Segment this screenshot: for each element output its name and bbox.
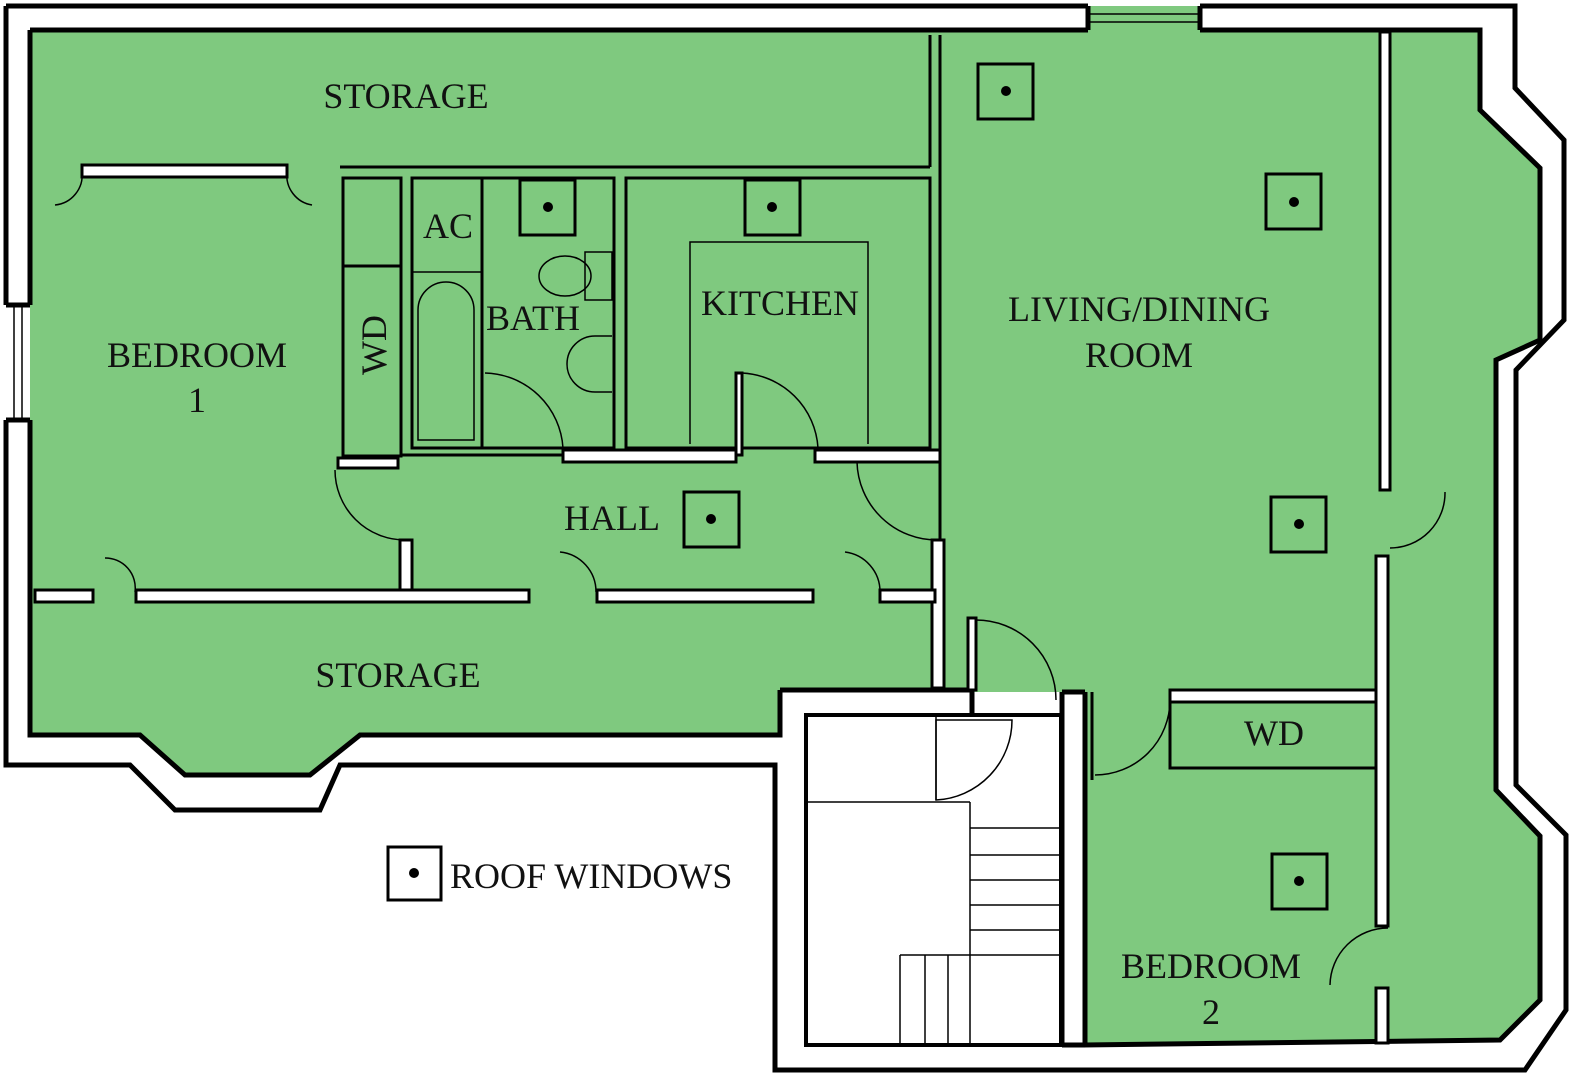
door-arc bbox=[1094, 699, 1171, 776]
roof-window-icon bbox=[743, 178, 802, 237]
wall-stub bbox=[336, 456, 400, 470]
window-left bbox=[13, 305, 23, 420]
door-arc bbox=[559, 551, 597, 593]
bath-block bbox=[410, 176, 616, 450]
roof-window-icon bbox=[1269, 495, 1328, 554]
storage-bottom-wall bbox=[878, 588, 937, 604]
door-arc bbox=[1389, 491, 1446, 549]
room-label-storage-top: STORAGE bbox=[323, 76, 488, 116]
roof-window-icon bbox=[1270, 852, 1329, 911]
roof-window-icon bbox=[1264, 172, 1323, 231]
hall-door-arc bbox=[856, 461, 939, 541]
floor-area-main bbox=[30, 6, 1540, 1045]
room-label-bedroom1-number: 1 bbox=[188, 380, 206, 420]
hall-wall-stub bbox=[398, 538, 414, 594]
room-label-kitchen: KITCHEN bbox=[701, 283, 859, 323]
storage-bottom-wall bbox=[33, 588, 95, 604]
roof-window-icon bbox=[976, 62, 1035, 121]
kitchen-counter bbox=[689, 241, 869, 444]
door-arc bbox=[54, 171, 83, 206]
kitchen-door-jamb bbox=[734, 371, 744, 457]
toilet-bowl bbox=[538, 255, 592, 297]
outer-wall-inner bbox=[27, 27, 1543, 1048]
room-label-living-line2: ROOM bbox=[1085, 335, 1193, 375]
stair-enclosure-wall-right bbox=[1059, 689, 1085, 1048]
room-label-wd-left: WD bbox=[354, 315, 394, 375]
roof-window-icon bbox=[386, 845, 443, 902]
kitchen-door-arc bbox=[741, 372, 819, 449]
door-arc bbox=[1329, 927, 1389, 986]
hall-wall-stub bbox=[930, 538, 946, 690]
bedroom2-partition bbox=[1374, 554, 1390, 928]
legend-label: ROOF WINDOWS bbox=[450, 856, 732, 896]
kitchen-block bbox=[624, 176, 932, 450]
staircase bbox=[806, 715, 1060, 1045]
living-partition bbox=[1378, 30, 1392, 492]
window-top bbox=[1088, 13, 1200, 23]
hall-wall-upper-right bbox=[813, 448, 942, 464]
storage-bottom-wall bbox=[595, 588, 815, 604]
bathtub bbox=[417, 281, 475, 441]
door-arc bbox=[844, 551, 881, 593]
room-label-bedroom2-number: 2 bbox=[1202, 992, 1220, 1032]
door-arc bbox=[104, 557, 137, 593]
room-label-living: LIVING/DINING bbox=[1008, 289, 1270, 329]
room-label-ac: AC bbox=[423, 206, 473, 246]
entry-door-arc bbox=[975, 619, 1057, 701]
wd-wall-top bbox=[1168, 688, 1378, 704]
toilet-tank bbox=[584, 251, 613, 301]
roof-window-icon bbox=[682, 490, 741, 549]
bedroom1-top-wall bbox=[80, 163, 289, 179]
door-arc bbox=[286, 171, 313, 206]
room-label-wd-right: WD bbox=[1244, 713, 1304, 753]
room-label-bath: BATH bbox=[486, 298, 580, 338]
wd-closet-right bbox=[1168, 700, 1378, 770]
hall-door-arc bbox=[334, 469, 406, 541]
bath-door-arc bbox=[484, 372, 564, 449]
storage-bottom-wall bbox=[134, 588, 531, 604]
sink bbox=[566, 335, 612, 393]
bedroom2-partition-stub bbox=[1374, 986, 1390, 1045]
hall-wall-upper bbox=[561, 448, 738, 464]
outer-wall-outer bbox=[3, 3, 1569, 1073]
room-label-bedroom2: BEDROOM bbox=[1121, 946, 1301, 986]
legend: ROOF WINDOWS bbox=[386, 845, 732, 902]
room-label-storage-bottom: STORAGE bbox=[315, 655, 480, 695]
room-label-hall: HALL bbox=[564, 498, 660, 538]
stair-enclosure-wall bbox=[780, 687, 975, 715]
roof-window-icon bbox=[518, 178, 577, 237]
entry-door-jamb bbox=[966, 616, 978, 692]
room-label-bedroom1: BEDROOM bbox=[107, 335, 287, 375]
